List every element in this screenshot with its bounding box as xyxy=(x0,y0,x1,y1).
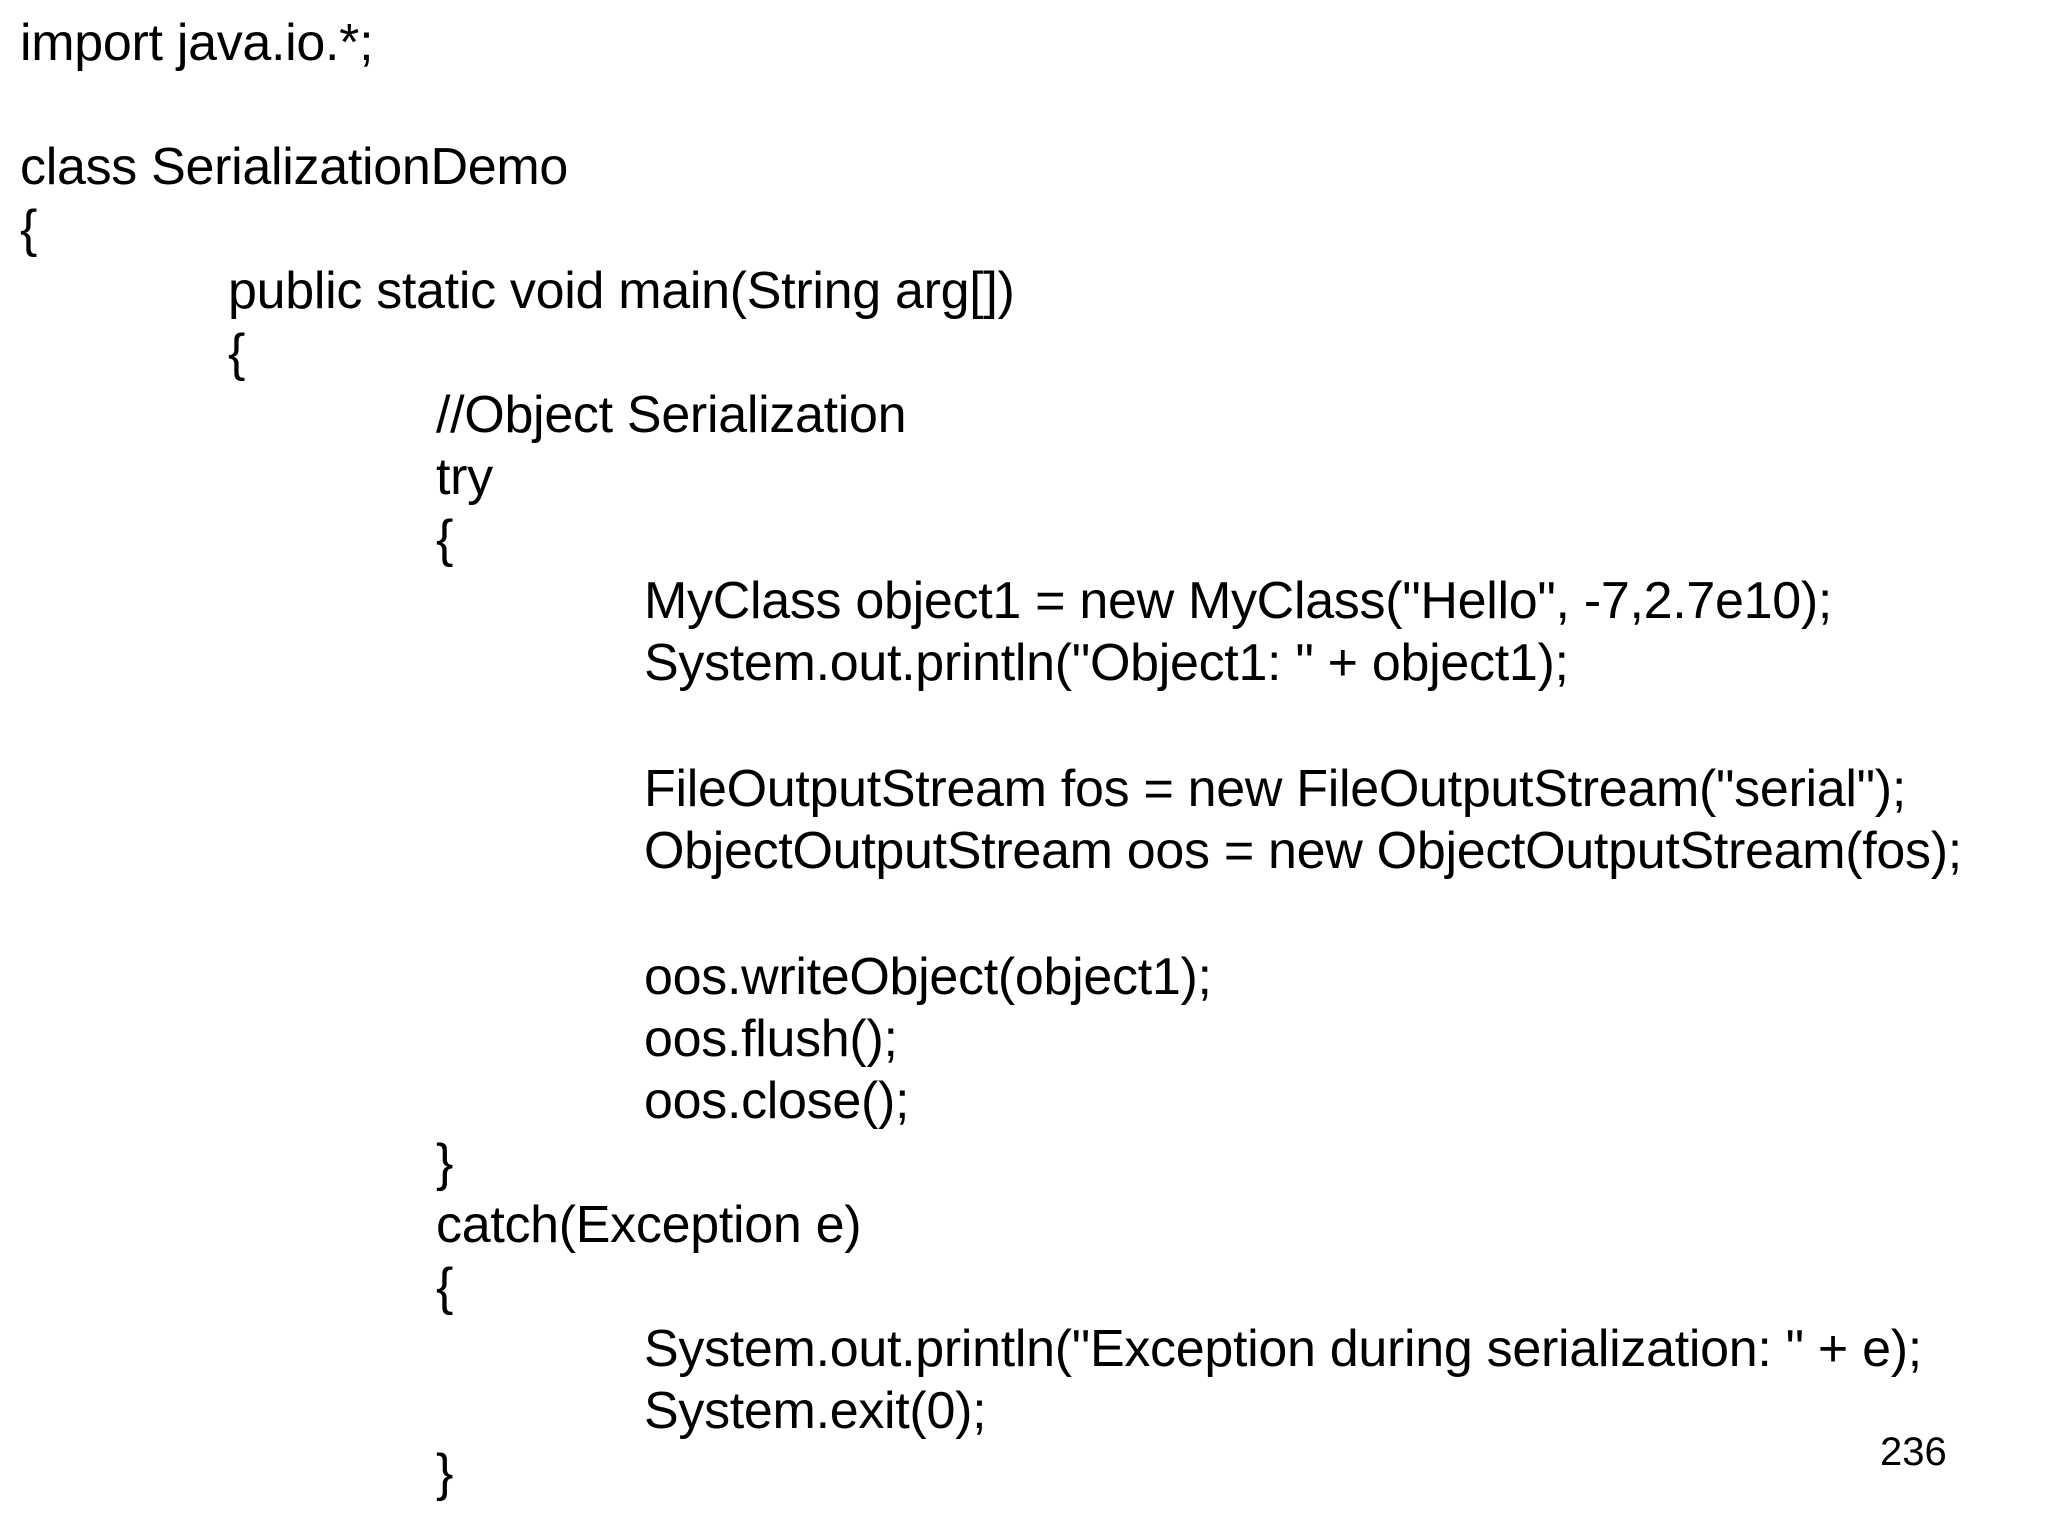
page-number: 236 xyxy=(1880,1430,1947,1474)
code-line: } xyxy=(436,1444,454,1502)
code-line: import java.io.*; xyxy=(20,14,374,72)
code-line: } xyxy=(436,1134,454,1192)
code-line: try xyxy=(436,448,493,506)
code-line: System.out.println("Exception during ser… xyxy=(644,1320,1922,1378)
code-line: //Object Serialization xyxy=(436,386,907,444)
code-line: MyClass object1 = new MyClass("Hello", -… xyxy=(644,572,1833,630)
code-line: { xyxy=(436,510,454,568)
code-line: System.exit(0); xyxy=(644,1382,987,1440)
code-line: oos.flush(); xyxy=(644,1010,898,1068)
code-line: { xyxy=(228,324,246,382)
code-line: { xyxy=(20,200,38,258)
code-line: { xyxy=(436,1258,454,1316)
code-line: ObjectOutputStream oos = new ObjectOutpu… xyxy=(644,822,1962,880)
code-line: class SerializationDemo xyxy=(20,138,568,196)
code-line: oos.writeObject(object1); xyxy=(644,948,1212,1006)
code-line: FileOutputStream fos = new FileOutputStr… xyxy=(644,760,1906,818)
code-line: public static void main(String arg[]) xyxy=(228,262,1015,320)
code-line: oos.close(); xyxy=(644,1072,910,1130)
code-line: System.out.println("Object1: " + object1… xyxy=(644,634,1569,692)
code-line: catch(Exception e) xyxy=(436,1196,862,1254)
